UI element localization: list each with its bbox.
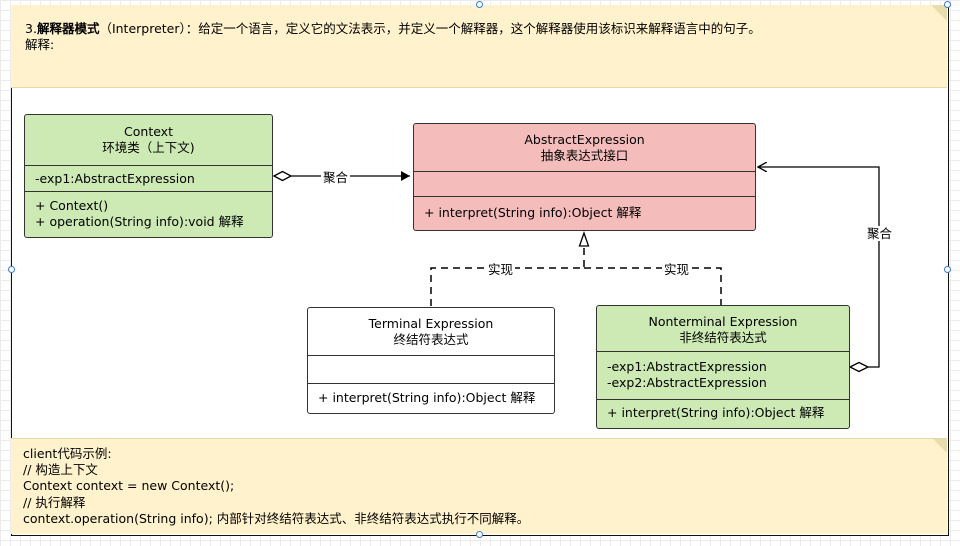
title-prefix: 3. [25,21,37,36]
code-line: client代码示例: [23,446,112,461]
class-alias: 环境类（上下文) [102,139,195,155]
operation: + operation(String info):void 解释 [35,214,244,229]
class-name: Terminal Expression [368,316,494,331]
attributes-section [414,171,755,196]
code-line: // 构造上下文 [23,462,98,478]
code-line: // 执行解释 [23,494,86,510]
label-nonterminal-aggregation: 聚合 [865,226,895,241]
operation: + interpret(String info):Object 解释 [318,390,536,405]
class-nonterminal-expression[interactable]: Nonterminal Expression 非终结符表达式 -exp1:Abs… [596,305,850,429]
attribute: -exp1:AbstractExpression [607,359,767,374]
code-line: context.operation(String info); 内部针对终结符表… [23,510,530,526]
class-abstract-expression[interactable]: AbstractExpression 抽象表达式接口 + interpret(S… [413,123,756,231]
resize-handle-top[interactable] [476,1,483,8]
operation: + Context() [35,198,109,213]
client-code-note[interactable]: client代码示例: // 构造上下文 Context context = n… [11,438,947,534]
realization-triangle-icon [578,231,590,247]
operations-section: + interpret(String info):Object 解释 [308,383,554,413]
class-name: Nonterminal Expression [648,314,798,329]
operation: + interpret(String info):Object 解释 [607,405,825,420]
edge-nonterminal-aggregation[interactable] [758,167,880,373]
attributes-section [308,355,554,383]
label-context-aggregation: 聚合 [321,170,351,185]
note-fold-corner [933,439,947,453]
edge-context-aggregation[interactable] [272,170,410,182]
note-title: 3.解释器模式（Interpreter）：给定一个语言，定义它的文法表示，并定义… [25,21,933,37]
attributes-section: -exp1:AbstractExpression -exp2:AbstractE… [597,351,849,399]
attribute: -exp1:AbstractExpression [35,171,195,186]
resize-handle-bottom[interactable] [476,531,483,538]
class-alias: 非终结符表达式 [679,329,767,345]
description-note[interactable]: 3.解释器模式（Interpreter）：给定一个语言，定义它的文法表示，并定义… [11,5,947,88]
class-context[interactable]: Context 环境类（上下文) -exp1:AbstractExpressio… [24,114,273,238]
resize-handle-right[interactable] [944,266,951,273]
class-name: Context [124,124,173,139]
class-name: AbstractExpression [524,132,645,147]
class-terminal-expression[interactable]: Terminal Expression 终结符表达式 + interpret(S… [307,307,555,414]
note-line2: 解释: [25,37,55,52]
resize-handle-top-right[interactable] [944,1,951,8]
title-rest: （Interpreter）：给定一个语言，定义它的文法表示，并定义一个解释器，这… [99,21,761,36]
operation: + interpret(String info):Object 解释 [424,205,642,220]
attributes-section: -exp1:AbstractExpression [25,165,272,191]
note-fold-corner [931,5,947,21]
operations-section: + interpret(String info):Object 解释 [597,399,849,428]
edge-nonterminal-realization[interactable] [584,267,722,306]
label-terminal-realization: 实现 [486,262,516,277]
code-line: Context context = new Context(); [23,478,235,494]
class-alias: 抽象表达式接口 [540,147,629,163]
aggregation-diamond-icon [848,361,870,373]
resize-handle-left[interactable] [8,266,15,273]
aggregation-diamond-icon [272,170,293,182]
attribute: -exp2:AbstractExpression [607,375,767,390]
label-nonterminal-realization: 实现 [662,262,692,277]
operations-section: + interpret(String info):Object 解释 [414,196,755,229]
operations-section: + Context() + operation(String info):voi… [25,191,272,237]
class-alias: 终结符表达式 [393,331,469,347]
title-bold: 解释器模式 [36,21,100,36]
